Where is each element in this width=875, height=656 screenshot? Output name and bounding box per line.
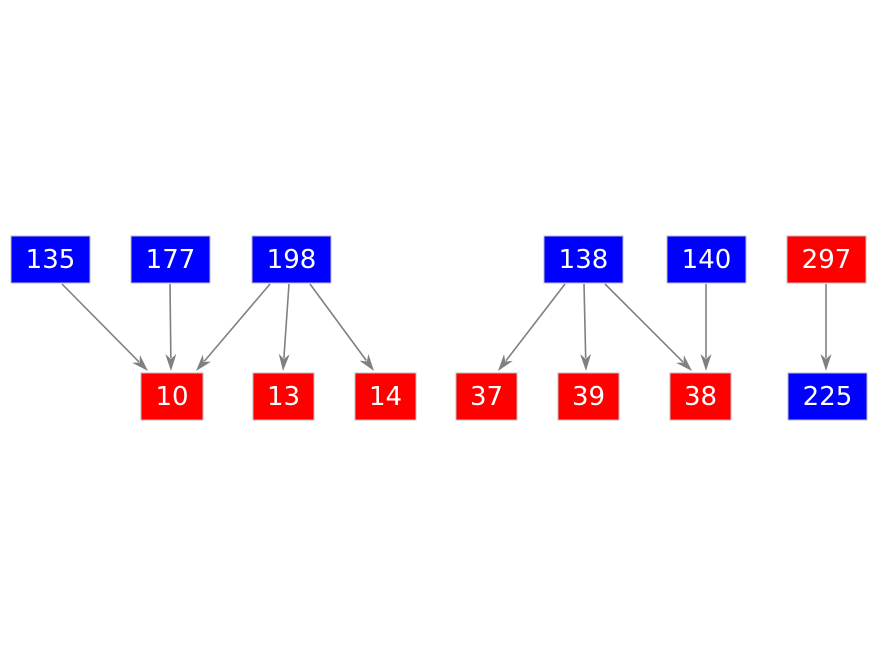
node-box[interactable] [10, 235, 91, 284]
edge-138-to-37 [498, 283, 566, 371]
edge-198-to-14 [309, 283, 374, 371]
graph-node-37[interactable]: 37 [455, 372, 518, 421]
node-box[interactable] [543, 235, 624, 284]
edge-140-to-38 [700, 284, 712, 371]
node-box[interactable] [354, 372, 417, 421]
graph-node-198[interactable]: 198 [251, 235, 332, 284]
graph-node-14[interactable]: 14 [354, 372, 417, 421]
graph-node-177[interactable]: 177 [130, 235, 211, 284]
edge-line [283, 283, 290, 359]
graph-node-13[interactable]: 13 [252, 372, 315, 421]
edge-198-to-13 [278, 283, 290, 371]
graph-node-135[interactable]: 135 [10, 235, 91, 284]
graph-node-10[interactable]: 10 [140, 372, 204, 421]
edges-layer [61, 283, 832, 371]
node-box[interactable] [787, 372, 868, 421]
arrow-head-icon [820, 354, 832, 371]
graph-node-140[interactable]: 140 [666, 235, 747, 284]
edge-line [309, 283, 367, 362]
node-box[interactable] [666, 235, 747, 284]
edge-297-to-225 [820, 284, 832, 371]
graph-node-225[interactable]: 225 [787, 372, 868, 421]
node-box[interactable] [557, 372, 620, 421]
edge-line [203, 283, 271, 362]
graph-node-138[interactable]: 138 [543, 235, 624, 284]
edge-135-to-10 [61, 283, 148, 371]
arrow-head-icon [165, 353, 177, 371]
edge-177-to-10 [165, 283, 177, 371]
arrow-head-icon [676, 355, 692, 371]
node-box[interactable] [786, 235, 867, 284]
edge-line [583, 283, 587, 359]
arrow-head-icon [278, 353, 290, 371]
node-box[interactable] [251, 235, 332, 284]
arrow-head-icon [132, 355, 148, 371]
edge-138-to-38 [604, 283, 692, 371]
node-box[interactable] [455, 372, 518, 421]
edge-line [505, 283, 566, 362]
arrow-head-icon [359, 354, 374, 371]
graph-node-297[interactable]: 297 [786, 235, 867, 284]
graph-node-39[interactable]: 39 [557, 372, 620, 421]
edge-line [604, 283, 684, 363]
node-box[interactable] [669, 372, 732, 421]
arrow-head-icon [498, 354, 513, 371]
node-box[interactable] [140, 372, 204, 421]
node-box[interactable] [252, 372, 315, 421]
arrow-head-icon [580, 353, 592, 371]
graph-node-38[interactable]: 38 [669, 372, 732, 421]
nodes-layer: 135 177 198 138 140 297 10 13 14 37 39 38 225 [10, 235, 868, 421]
edge-198-to-10 [196, 283, 271, 371]
arrow-head-icon [700, 354, 712, 371]
node-box[interactable] [130, 235, 211, 284]
edge-line [169, 283, 172, 359]
edge-line [61, 283, 140, 363]
edge-138-to-39 [580, 283, 592, 371]
arrow-head-icon [196, 354, 212, 371]
